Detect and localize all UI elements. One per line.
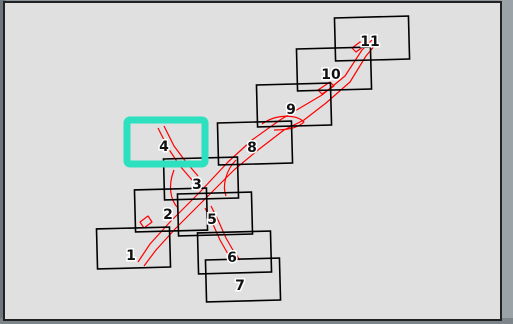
box-8-label: 8 (247, 140, 257, 156)
box-2-label: 2 (163, 207, 173, 223)
box-5-label: 5 (207, 212, 217, 228)
box-9-label: 9 (286, 102, 296, 118)
box-10-label: 10 (321, 67, 341, 83)
box-6-label: 6 (227, 250, 237, 266)
box-4-label: 4 (159, 139, 169, 155)
box-1-label: 1 (126, 248, 136, 264)
box-3-label: 3 (192, 177, 202, 193)
box-11-label: 11 (360, 34, 379, 50)
box-7-label: 7 (235, 278, 245, 294)
